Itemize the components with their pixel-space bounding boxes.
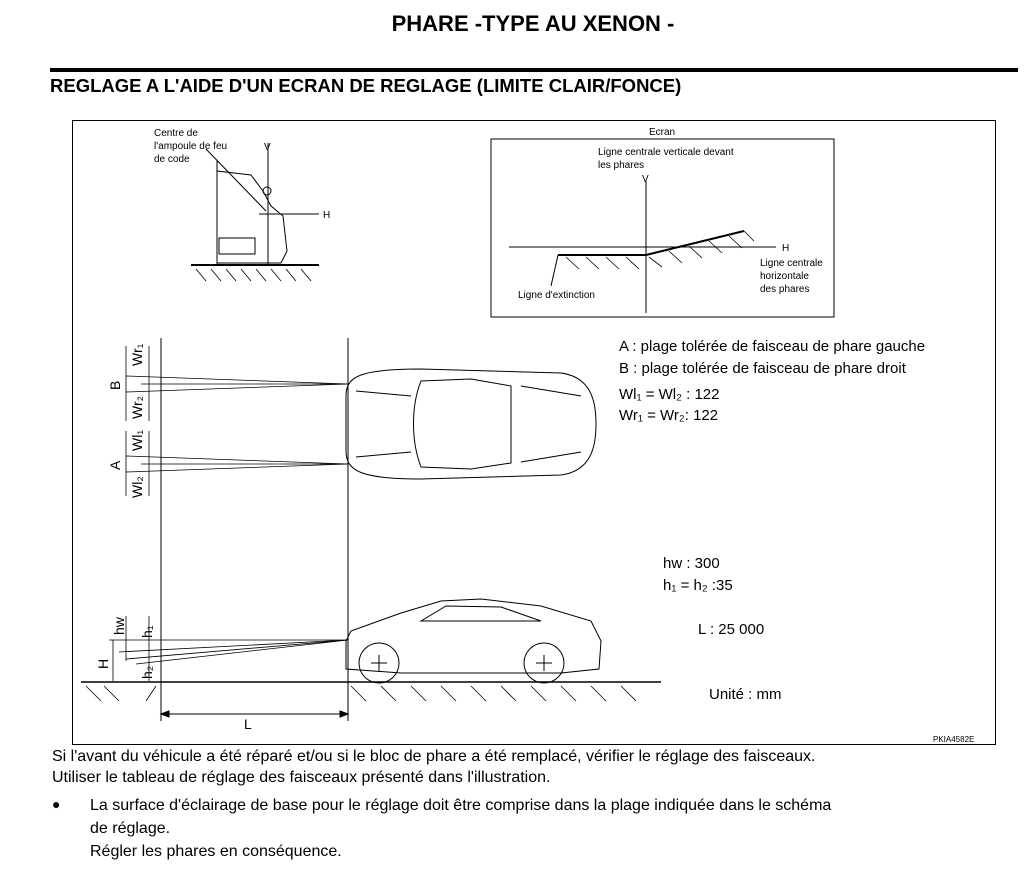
horizontal-centerline-label: horizontale [760, 271, 809, 282]
figure-code: PKIA4582E [933, 735, 974, 744]
legend-unit: Unité : mm [709, 686, 782, 703]
horizontal-centerline-label: des phares [760, 284, 809, 295]
h2-label: h₂ [139, 666, 155, 679]
hw-label: hw [111, 616, 127, 635]
wl1-label: Wl₁ [129, 430, 145, 451]
section-heading: REGLAGE A L'AIDE D'UN ECRAN DE REGLAGE (… [50, 75, 682, 96]
b-label: B [107, 381, 123, 390]
l-dim-label: L [244, 716, 252, 732]
legend-hw: hw : 300 [663, 555, 720, 572]
car-top-view-illustration [345, 368, 597, 480]
car-side-view-illustration [345, 598, 602, 684]
screen-title: Ecran [649, 127, 675, 138]
paragraph: Si l'avant du véhicule a été réparé et/o… [52, 748, 816, 765]
v-label: V [264, 142, 271, 153]
h1-label: h₁ [139, 625, 155, 638]
legend-h: h₁ = h₂ :35 [663, 577, 733, 594]
vertical-centerline-label: les phares [598, 160, 644, 171]
bullet-icon: ● [52, 796, 61, 812]
front-side-view-illustration: Centre de l'ampoule de feu de code V H [154, 128, 330, 282]
cutoff-line-label: Ligne d'extinction [518, 290, 595, 301]
title-divider [50, 68, 1018, 72]
h-label: H [782, 243, 789, 254]
legend-b: B : plage tolérée de faisceau de phare d… [619, 360, 907, 377]
h-label: H [323, 210, 330, 221]
bulb-center-label: l'ampoule de feu [154, 141, 227, 152]
wl2-label: Wl₂ [129, 476, 145, 498]
page-title: PHARE -TYPE AU XENON - [391, 11, 675, 36]
side-view-beams [109, 616, 349, 681]
bullet-text: Régler les phares en conséquence. [90, 843, 342, 860]
legend-a: A : plage tolérée de faisceau de phare g… [619, 338, 925, 355]
bulb-center-label: Centre de [154, 128, 198, 139]
vertical-centerline-label: Ligne centrale verticale devant [598, 147, 734, 158]
wr1-label: Wr₁ [129, 343, 145, 366]
v-label: V [642, 174, 649, 185]
a-label: A [107, 460, 123, 470]
bullet-text: de réglage. [90, 820, 171, 837]
horizontal-centerline-label: Ligne centrale [760, 258, 823, 269]
wr2-label: Wr₂ [129, 396, 145, 419]
bullet-text: La surface d'éclairage de base pour le r… [90, 797, 832, 814]
paragraph: Utiliser le tableau de réglage des faisc… [52, 769, 551, 786]
legend-l: L : 25 000 [698, 621, 764, 638]
legend-wl: Wl₁ = Wl₂ : 122 [619, 386, 720, 403]
adjustment-diagram: Centre de l'ampoule de feu de code V H E… [72, 120, 996, 745]
top-view-beams [125, 346, 349, 496]
H-label: H [95, 659, 111, 669]
legend-wr: Wr₁ = Wr₂: 122 [619, 407, 718, 424]
screen-illustration: Ecran Ligne centrale verticale devant le… [490, 127, 835, 318]
bulb-center-label: de code [154, 154, 190, 165]
